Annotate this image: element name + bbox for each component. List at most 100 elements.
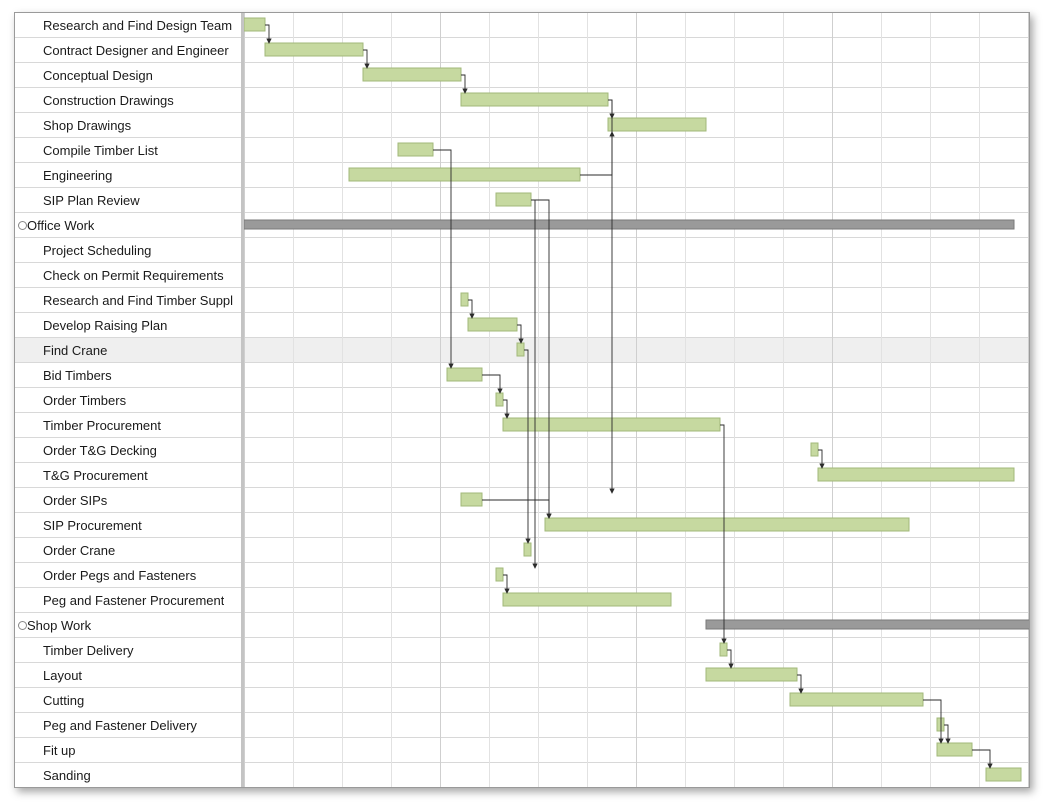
task-row[interactable]: [15, 463, 1029, 488]
task-row[interactable]: [15, 613, 1029, 638]
task-row[interactable]: [15, 663, 1029, 688]
dependency-link: [972, 749, 993, 769]
task-bar[interactable]: [467, 317, 518, 332]
task-name[interactable]: Sanding: [43, 768, 91, 783]
task-bar[interactable]: [397, 142, 434, 157]
task-name[interactable]: Order Crane: [43, 543, 116, 558]
dependency-link: [720, 424, 727, 644]
summary-bar[interactable]: [244, 219, 1015, 230]
gantt-chart: [244, 13, 1029, 787]
task-bar[interactable]: [817, 467, 1015, 482]
task-name[interactable]: Order T&G Decking: [43, 443, 157, 458]
task-name[interactable]: Cutting: [43, 693, 85, 708]
task-bar[interactable]: [789, 692, 924, 707]
task-row[interactable]: [15, 438, 1029, 463]
task-row[interactable]: [15, 538, 1029, 563]
task-row[interactable]: [15, 263, 1029, 288]
task-row[interactable]: [15, 13, 1029, 38]
task-name[interactable]: Project Scheduling: [43, 243, 152, 258]
task-row[interactable]: [15, 738, 1029, 763]
task-name[interactable]: T&G Procurement: [43, 468, 148, 483]
summary-bar[interactable]: [705, 619, 1029, 630]
task-name[interactable]: Conceptual Design: [43, 68, 153, 83]
pane-splitter[interactable]: [241, 13, 244, 787]
task-row[interactable]: [15, 163, 1029, 188]
task-row[interactable]: [15, 713, 1029, 738]
task-row[interactable]: [15, 188, 1029, 213]
task-bar[interactable]: [460, 492, 483, 507]
task-row[interactable]: [15, 513, 1029, 538]
task-name[interactable]: Develop Raising Plan: [43, 318, 168, 333]
dependency-link: [818, 449, 825, 469]
dependency-link: [944, 724, 951, 744]
task-bar[interactable]: [705, 667, 798, 682]
task-row[interactable]: [15, 288, 1029, 313]
task-bar[interactable]: [495, 567, 504, 582]
dependency-link: [531, 199, 552, 519]
task-name[interactable]: Find Crane: [43, 343, 108, 358]
task-name[interactable]: Order Pegs and Fasteners: [43, 568, 197, 583]
task-bar[interactable]: [523, 542, 532, 557]
task-name[interactable]: Check on Permit Requirements: [43, 268, 224, 283]
task-bar[interactable]: [607, 117, 707, 132]
task-bar[interactable]: [502, 417, 721, 432]
dependency-link: [265, 24, 272, 44]
task-bar[interactable]: [460, 92, 609, 107]
task-bar[interactable]: [495, 392, 504, 407]
task-name[interactable]: Layout: [43, 668, 83, 683]
collapse-toggle-icon[interactable]: [18, 621, 27, 630]
task-name[interactable]: SIP Plan Review: [43, 193, 140, 208]
task-row[interactable]: [15, 638, 1029, 663]
task-bar[interactable]: [460, 292, 469, 307]
task-bar[interactable]: [810, 442, 819, 457]
task-row[interactable]: [15, 38, 1029, 63]
task-bar[interactable]: [495, 192, 532, 207]
task-name[interactable]: Peg and Fastener Procurement: [43, 593, 225, 608]
task-bar[interactable]: [502, 592, 672, 607]
task-name[interactable]: Compile Timber List: [43, 143, 158, 158]
collapse-toggle-icon[interactable]: [18, 221, 27, 230]
task-bar[interactable]: [446, 367, 483, 382]
task-bar[interactable]: [362, 67, 462, 82]
task-bar[interactable]: [516, 342, 525, 357]
task-row[interactable]: [15, 113, 1029, 138]
task-bar[interactable]: [544, 517, 910, 532]
task-name[interactable]: SIP Procurement: [43, 518, 142, 533]
task-name[interactable]: Contract Designer and Engineer: [43, 43, 229, 58]
task-row[interactable]: [15, 213, 1029, 238]
task-bar[interactable]: [936, 742, 973, 757]
task-row[interactable]: [15, 138, 1029, 163]
task-name[interactable]: Bid Timbers: [43, 368, 112, 383]
task-bar[interactable]: [719, 642, 728, 657]
task-row[interactable]: [15, 563, 1029, 588]
task-name[interactable]: Shop Drawings: [43, 118, 132, 133]
task-row[interactable]: [15, 388, 1029, 413]
task-name[interactable]: Peg and Fastener Delivery: [43, 718, 197, 733]
task-row[interactable]: [15, 488, 1029, 513]
task-row[interactable]: [15, 413, 1029, 438]
task-name[interactable]: Order Timbers: [43, 393, 127, 408]
task-name[interactable]: Order SIPs: [43, 493, 108, 508]
task-name[interactable]: Timber Delivery: [43, 643, 134, 658]
task-name[interactable]: Timber Procurement: [43, 418, 161, 433]
task-row[interactable]: [15, 88, 1029, 113]
task-bar[interactable]: [244, 17, 266, 32]
task-bar[interactable]: [348, 167, 581, 182]
task-bar[interactable]: [264, 42, 364, 57]
task-row[interactable]: [15, 588, 1029, 613]
task-name[interactable]: Construction Drawings: [43, 93, 174, 108]
task-row[interactable]: [15, 313, 1029, 338]
task-row[interactable]: [15, 688, 1029, 713]
summary-task-name[interactable]: Shop Work: [27, 618, 92, 633]
task-name[interactable]: Fit up: [43, 743, 76, 758]
task-row[interactable]: [15, 238, 1029, 263]
task-name[interactable]: Engineering: [43, 168, 113, 183]
task-row[interactable]: [15, 363, 1029, 388]
task-row[interactable]: [15, 63, 1029, 88]
task-bar[interactable]: [985, 767, 1022, 782]
task-bar[interactable]: [936, 717, 945, 732]
task-name[interactable]: Research and Find Timber Suppl: [43, 293, 234, 308]
summary-task-name[interactable]: Office Work: [27, 218, 95, 233]
task-name[interactable]: Research and Find Design Team: [43, 18, 233, 33]
gantt-chart-area: [244, 13, 1029, 787]
